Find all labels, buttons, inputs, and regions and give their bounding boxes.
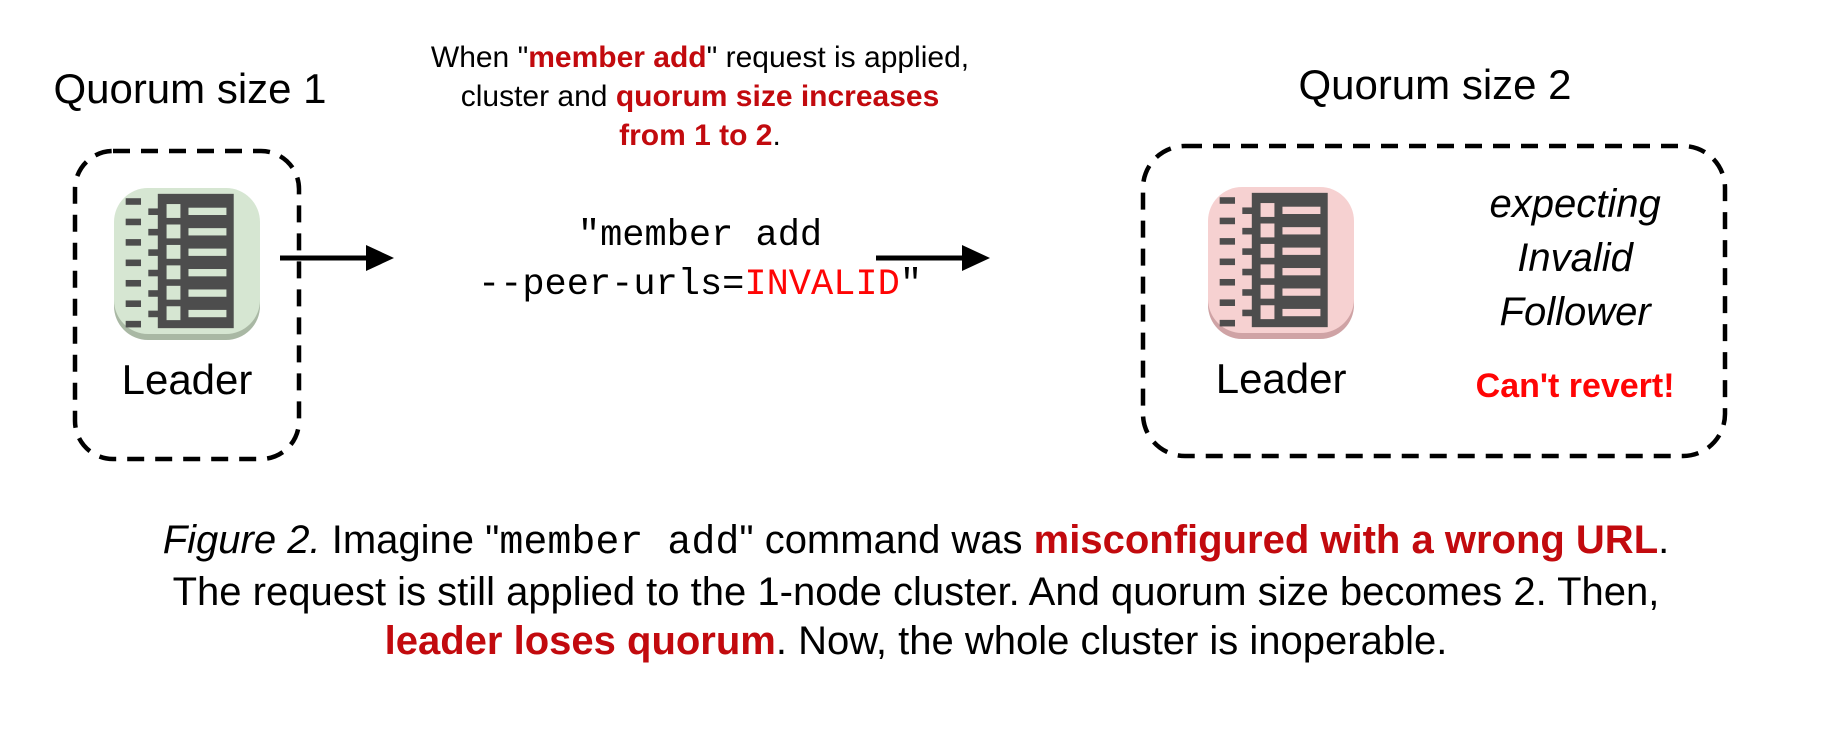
leader-node-green: Leader	[114, 188, 260, 404]
text-segment: leader loses quorum	[384, 619, 776, 663]
leader-label: Leader	[121, 356, 253, 403]
arrow-right-icon	[280, 245, 394, 271]
text-line: "member add	[400, 212, 1000, 261]
text-segment: When "	[430, 41, 529, 74]
text-segment: . Now, the whole cluster is inoperable.	[775, 619, 1448, 663]
leader-label: Leader	[1215, 355, 1347, 402]
member-list-glyph	[1219, 192, 1328, 328]
text-line: When "member add" request is applied,	[400, 38, 1000, 77]
cant-revert-warning: Can't revert!	[1475, 367, 1675, 405]
text-segment: Imagine "	[320, 518, 500, 562]
text-segment: Figure 2.	[162, 518, 321, 562]
text-segment: --peer-urls=	[477, 264, 745, 306]
member-add-command: "member add--peer-urls=INVALID"	[400, 212, 1000, 310]
text-segment: cluster and	[460, 80, 616, 113]
member-list-server-icon	[1208, 187, 1355, 333]
text-segment: INVALID	[744, 264, 900, 306]
text-segment: member add	[528, 41, 707, 74]
dashed-border	[72, 148, 302, 462]
right-quorum-title: Quorum size 2	[1298, 61, 1572, 108]
member-list-glyph	[125, 193, 234, 329]
text-line: The request is still applied to the 1-no…	[0, 568, 1832, 617]
member-list-server-icon	[114, 188, 260, 334]
text-segment: .	[1658, 518, 1670, 562]
text-segment: " command was	[739, 518, 1034, 562]
leader-node-pink: Leader	[1208, 187, 1355, 459]
expectation-line: Follower	[1499, 290, 1651, 334]
text-segment: "member add	[577, 215, 823, 257]
annotation-text: When "member add" request is applied,clu…	[400, 38, 1000, 155]
text-segment: " request is applied,	[706, 41, 970, 74]
expecting-invalid-follower-text: expecting Invalid Follower	[1489, 177, 1660, 339]
text-segment: misconfigured with a wrong URL	[1033, 518, 1659, 562]
expectation-line: expecting	[1489, 182, 1661, 226]
text-line: --peer-urls=INVALID"	[400, 261, 1000, 310]
text-segment: from 1 to 2	[619, 119, 773, 152]
text-segment: .	[772, 119, 781, 152]
text-line: Figure 2. Imagine "member add" command w…	[0, 516, 1832, 568]
arrow-right-icon	[876, 245, 990, 271]
left-cluster-box: Leader	[72, 148, 302, 462]
text-segment: quorum size increases	[615, 80, 940, 113]
text-segment: member add	[499, 521, 740, 566]
dashed-border	[1140, 143, 1728, 459]
left-quorum-title: Quorum size 1	[53, 65, 327, 112]
text-line: cluster and quorum size increases	[400, 77, 1000, 116]
figure-caption: Figure 2. Imagine "member add" command w…	[0, 516, 1832, 666]
text-segment: The request is still applied to the 1-no…	[172, 570, 1660, 614]
text-line: from 1 to 2.	[400, 116, 1000, 155]
right-cluster-box: Leader expecting Invalid Follower Can't …	[1140, 143, 1728, 459]
text-segment: "	[899, 264, 923, 306]
expectation-line: Invalid	[1517, 236, 1633, 280]
text-line: leader loses quorum. Now, the whole clus…	[0, 617, 1832, 666]
